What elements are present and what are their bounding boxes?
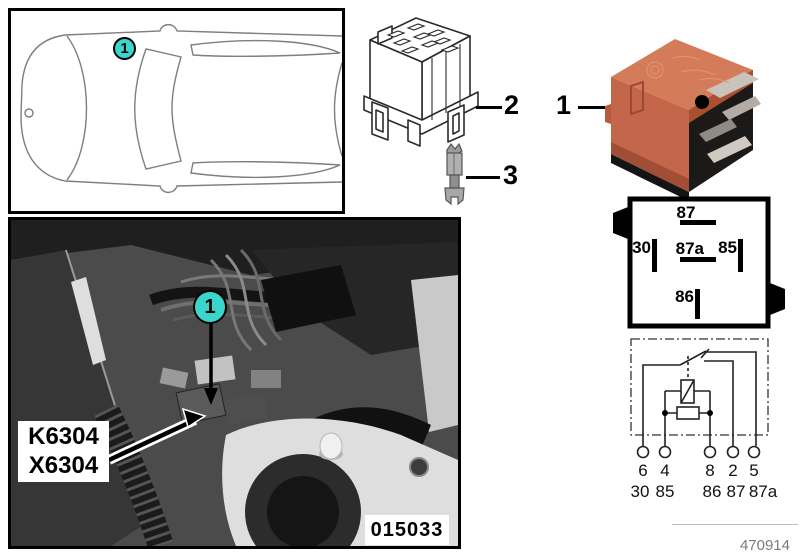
schematic-junction-dots xyxy=(662,410,713,416)
relay-body xyxy=(605,39,753,201)
leader-line-3 xyxy=(466,176,500,179)
pointer-arrows xyxy=(106,323,218,465)
car-top-view-drawing xyxy=(20,23,342,194)
pin-name-87: 87 xyxy=(727,482,746,501)
socket-contact-pin-drawing xyxy=(444,142,465,206)
terminal-8: 8 xyxy=(705,461,714,480)
leader-line-2 xyxy=(476,106,502,109)
leader-line-1 xyxy=(578,106,606,109)
pin-slot-bars xyxy=(652,220,743,319)
relay-pins xyxy=(695,72,761,163)
relay-circuit-schematic: 6 4 8 2 5 30 85 86 87 87a xyxy=(630,338,778,501)
schematic-terminal-numbers: 6 4 8 2 5 xyxy=(638,461,758,480)
contact-pin xyxy=(444,142,465,206)
photo-hotspot-marker-1[interactable]: 1 xyxy=(193,290,227,324)
pin-label-86: 86 xyxy=(675,287,694,306)
footer-divider xyxy=(672,524,798,525)
pin-name-86: 86 xyxy=(703,482,722,501)
socket-terminal-slots xyxy=(386,23,461,120)
strut-tower xyxy=(222,407,458,546)
callout-2[interactable]: 2 xyxy=(504,90,520,120)
relay-photo xyxy=(605,39,761,201)
schematic-wiring xyxy=(642,348,757,446)
car-outline xyxy=(20,23,342,194)
engine-bay-scene xyxy=(11,220,458,546)
relay-socket-drawing xyxy=(363,17,479,147)
component-code-label: K6304 X6304 xyxy=(18,421,109,482)
component-code: K6304 xyxy=(28,423,99,450)
pin-name-87a: 87a xyxy=(749,482,778,501)
schematic-terminal-circles xyxy=(636,445,761,459)
schematic-pin-names: 30 85 86 87 87a xyxy=(631,482,778,501)
pin-box-labels: 87 30 87a 85 86 xyxy=(632,203,737,306)
engine-bay-photo: 1 K6304 X6304 015033 xyxy=(8,217,461,549)
callout-3[interactable]: 3 xyxy=(503,160,519,190)
pin-name-30: 30 xyxy=(631,482,650,501)
car-location-box: 1 xyxy=(8,8,345,214)
pin-label-87a: 87a xyxy=(676,239,705,258)
photo-image-number: 015033 xyxy=(365,515,449,545)
relay-top-markings xyxy=(646,55,730,84)
terminal-6: 6 xyxy=(638,461,647,480)
document-number: 470914 xyxy=(739,537,790,554)
terminal-5: 5 xyxy=(749,461,758,480)
pin-label-85: 85 xyxy=(718,238,737,257)
terminal-4: 4 xyxy=(660,461,669,480)
schematic-border xyxy=(630,338,769,436)
relay-cluster xyxy=(159,265,356,426)
pin-label-87: 87 xyxy=(677,203,696,222)
pin-layout-diagram: 87 30 87a 85 86 xyxy=(613,196,785,329)
pin-label-30: 30 xyxy=(632,238,651,257)
pin-name-85: 85 xyxy=(656,482,675,501)
terminal-2: 2 xyxy=(728,461,737,480)
car-hotspot-marker-1[interactable]: 1 xyxy=(113,37,136,60)
connector-code: X6304 xyxy=(28,452,99,479)
callout-1[interactable]: 1 xyxy=(556,90,572,120)
